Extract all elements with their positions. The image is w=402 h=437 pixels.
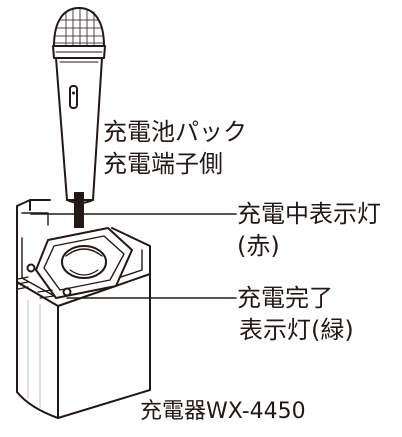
grille-mesh [54,7,104,47]
red-lamp-label-line1: 充電中表示灯 [237,200,381,228]
microphone [52,7,106,204]
red-lamp-label-line2: (赤) [237,232,280,260]
battery-pack-label-line2: 充電端子側 [103,150,223,178]
power-switch [69,85,78,109]
charger [16,199,151,419]
green-lamp-label: 充電完了 表示灯(緑) [237,282,354,346]
green-lamp-label-line2: 表示灯(緑) [239,316,354,344]
battery-pack-label: 充電池パック 充電端子側 [103,116,247,180]
microphone-body [55,57,103,201]
green-lamp [62,287,72,297]
charging-well [35,227,133,299]
red-lamp [26,263,36,273]
charger-model-label: 充電器WX-4450 [140,399,306,424]
battery-pack-label-line1: 充電池パック [103,118,247,146]
green-lamp-label-line1: 充電完了 [237,284,333,312]
microphone-grille [53,7,105,47]
red-lamp-label: 充電中表示灯 (赤) [237,198,381,262]
